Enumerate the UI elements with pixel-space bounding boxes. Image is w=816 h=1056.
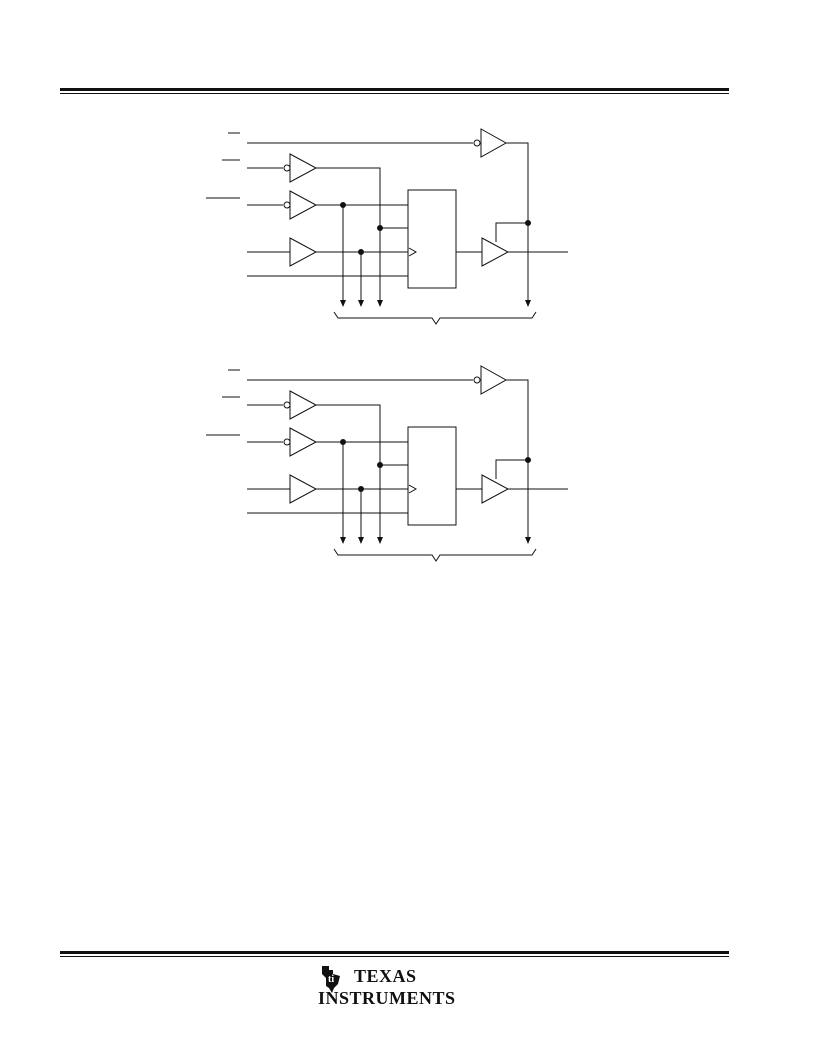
svg-text:ti: ti: [328, 974, 334, 985]
diagram-wiring: [206, 370, 568, 561]
logic-diagram-upper: [200, 120, 600, 330]
texas-instruments-logo: ti TEXAS INSTRUMENTS: [318, 964, 468, 1014]
junction-dots: [341, 440, 531, 492]
ti-state-icon: ti: [322, 966, 340, 993]
logo-text-texas: TEXAS: [354, 966, 417, 986]
footer-rule-thin: [60, 956, 729, 957]
header-rule-thin: [60, 93, 729, 94]
buffer-gates: [284, 366, 508, 503]
junction-dots: [341, 203, 531, 255]
arrowheads: [340, 537, 531, 544]
logic-diagram-lower: [200, 357, 600, 567]
header-rule: [60, 88, 729, 91]
diagram-wiring: [206, 133, 568, 324]
buffer-gates: [284, 129, 508, 266]
arrowheads: [340, 300, 531, 307]
logo-text-instruments: INSTRUMENTS: [318, 988, 456, 1008]
footer-rule: [60, 951, 729, 954]
